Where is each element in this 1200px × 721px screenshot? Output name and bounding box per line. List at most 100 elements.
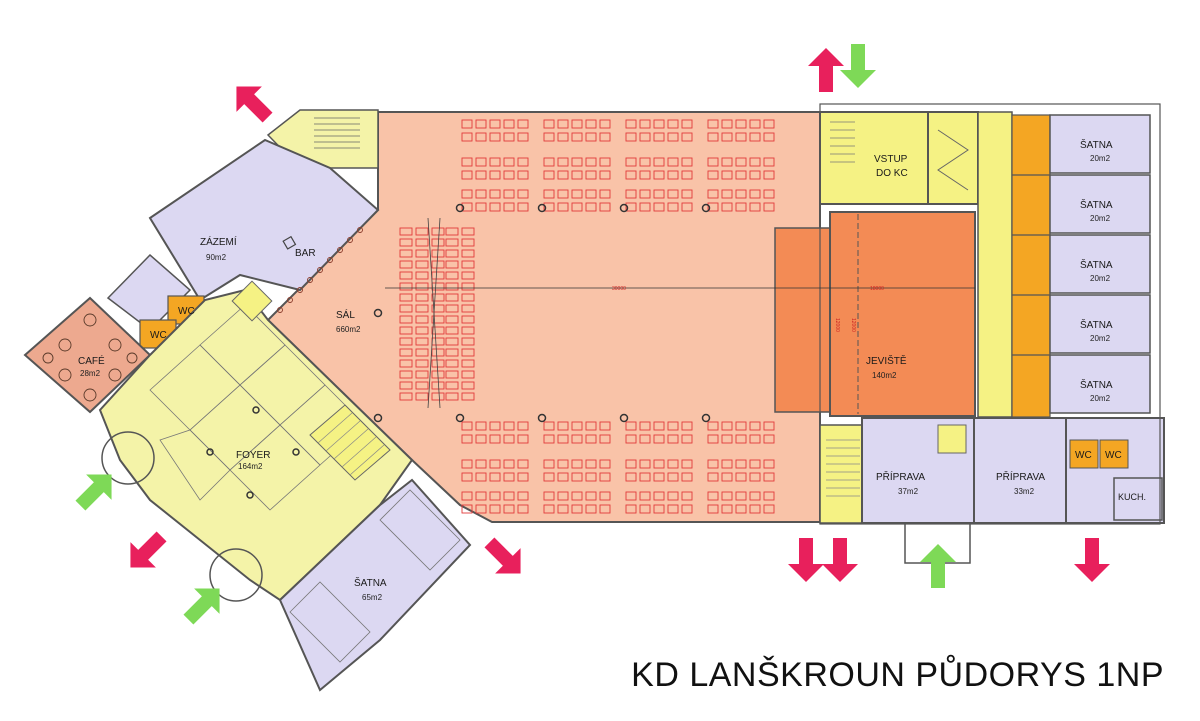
- vstup-stair: [830, 121, 855, 163]
- seat: [461, 238, 475, 247]
- seat: [681, 157, 693, 167]
- seat: [625, 132, 637, 142]
- seat: [707, 202, 719, 212]
- seat: [543, 157, 555, 167]
- seat: [721, 119, 733, 129]
- seat: [763, 472, 775, 482]
- seat: [461, 392, 475, 401]
- seat: [503, 170, 515, 180]
- kuch-room: [1113, 477, 1163, 521]
- seat: [461, 157, 473, 167]
- seat: [415, 260, 429, 269]
- satna5-room: [1049, 354, 1151, 414]
- wc4-label: WC: [1105, 450, 1122, 461]
- foyer-small-stair: [231, 280, 273, 322]
- wc-strip: [1011, 114, 1051, 418]
- seat: [461, 260, 475, 269]
- seat: [763, 189, 775, 199]
- priprava-box: [937, 424, 967, 454]
- seat: [763, 132, 775, 142]
- seat: [517, 459, 529, 469]
- seat: [571, 170, 583, 180]
- seat: [749, 119, 761, 129]
- seat: [599, 472, 611, 482]
- seat: [571, 119, 583, 129]
- seating: [399, 119, 775, 514]
- seat: [461, 337, 475, 346]
- seat: [475, 157, 487, 167]
- seat: [721, 189, 733, 199]
- seat: [445, 260, 459, 269]
- satna4-area: 20m2: [1090, 334, 1111, 343]
- seat: [445, 315, 459, 324]
- seat: [557, 434, 569, 444]
- seat: [707, 472, 719, 482]
- seat: [399, 293, 413, 302]
- satna5-label: ŠATNA: [1080, 378, 1113, 391]
- seat: [557, 504, 569, 514]
- seat: [681, 421, 693, 431]
- seat: [707, 459, 719, 469]
- seat: [475, 459, 487, 469]
- seat: [625, 459, 637, 469]
- seat: [721, 157, 733, 167]
- aisle-line-2: [427, 217, 441, 409]
- seat: [431, 260, 445, 269]
- seat: [415, 315, 429, 324]
- seat: [639, 472, 651, 482]
- entry-arrow-top: [840, 44, 876, 88]
- seat: [625, 202, 637, 212]
- seat: [543, 421, 555, 431]
- seat: [681, 189, 693, 199]
- wc3-room: [1069, 439, 1099, 469]
- seat: [503, 202, 515, 212]
- seat: [721, 170, 733, 180]
- seat: [599, 202, 611, 212]
- seat: [445, 392, 459, 401]
- seat: [721, 504, 733, 514]
- seat: [571, 491, 583, 501]
- seat: [653, 132, 665, 142]
- seat: [763, 459, 775, 469]
- seat: [667, 472, 679, 482]
- seat: [625, 434, 637, 444]
- seat: [461, 293, 475, 302]
- seat: [543, 170, 555, 180]
- entry-arrow-bottom: [920, 544, 956, 588]
- seat: [399, 227, 413, 236]
- seat: [721, 459, 733, 469]
- seat: [543, 459, 555, 469]
- seat: [461, 472, 473, 482]
- seat: [431, 304, 445, 313]
- seat: [543, 504, 555, 514]
- seat: [445, 282, 459, 291]
- seat: [415, 370, 429, 379]
- seat: [681, 459, 693, 469]
- seat: [585, 170, 597, 180]
- seat: [599, 119, 611, 129]
- revolving-door-1: [101, 431, 155, 485]
- seat: [399, 359, 413, 368]
- satna4-room: [1049, 294, 1151, 354]
- seat: [415, 271, 429, 280]
- seat: [707, 421, 719, 431]
- seat: [599, 434, 611, 444]
- seat: [653, 170, 665, 180]
- seat: [399, 315, 413, 324]
- cafe-label: CAFÉ: [78, 354, 105, 367]
- foyer-stair-treads: [317, 412, 385, 476]
- seat: [585, 434, 597, 444]
- seat: [431, 315, 445, 324]
- seat: [749, 170, 761, 180]
- seat: [543, 491, 555, 501]
- exit-arrow-top: [808, 48, 844, 92]
- seat: [763, 157, 775, 167]
- priprava1-label: PŘÍPRAVA: [876, 470, 925, 483]
- seat: [653, 202, 665, 212]
- seat: [749, 189, 761, 199]
- seat: [399, 282, 413, 291]
- seat: [503, 491, 515, 501]
- seat: [461, 249, 475, 258]
- seat: [399, 392, 413, 401]
